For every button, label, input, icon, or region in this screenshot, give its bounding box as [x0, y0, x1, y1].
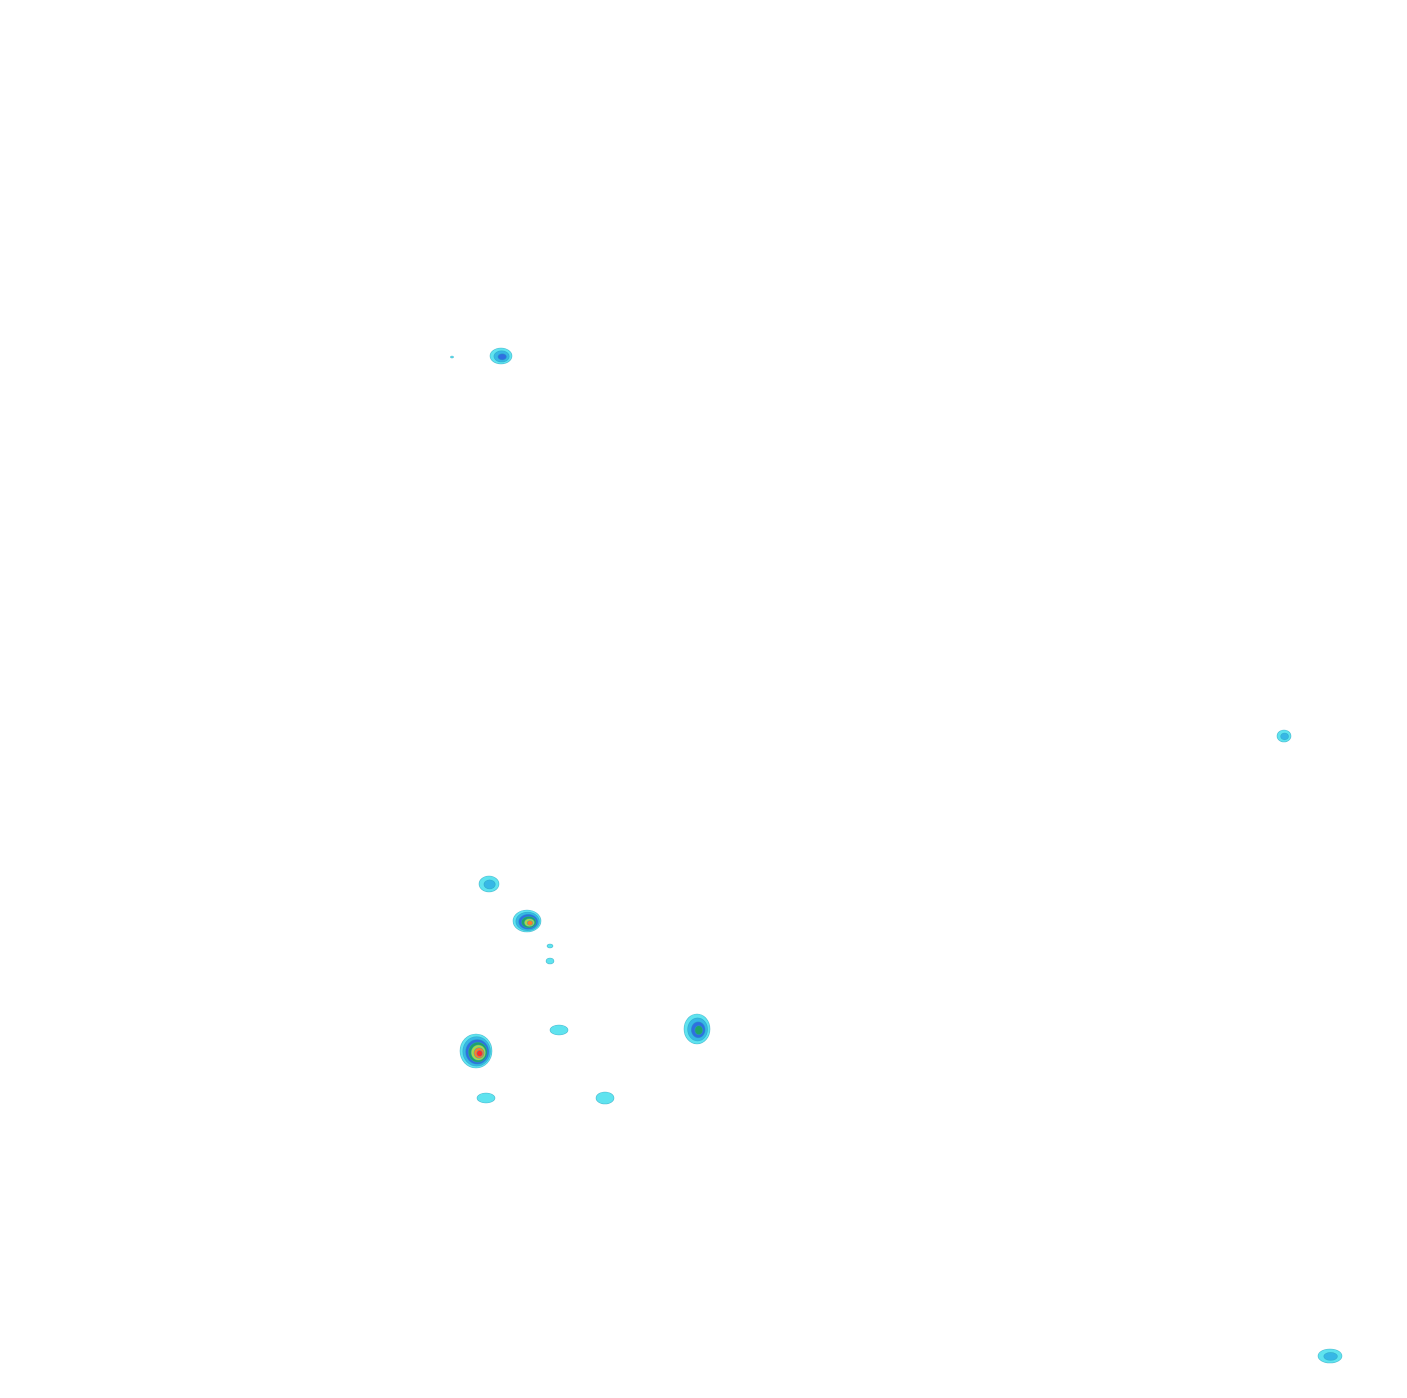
blob-e [546, 943, 554, 949]
blob-k-level-1 [595, 1091, 615, 1105]
blob-h-level-4 [694, 1025, 704, 1036]
blob-l-level-2 [1323, 1352, 1338, 1361]
blob-k [595, 1091, 615, 1105]
blob-l [1317, 1348, 1343, 1364]
blob-b [1276, 729, 1292, 743]
blob-a-dot [450, 355, 454, 359]
blob-j-level-1 [476, 1092, 496, 1104]
blob-e-level-1 [546, 943, 554, 949]
blob-c [478, 875, 500, 893]
blob-h [683, 1013, 711, 1045]
contour-blobs [450, 347, 1343, 1364]
blob-g [549, 1024, 569, 1036]
blob-d [512, 909, 542, 933]
blob-d-level-6 [526, 920, 534, 926]
blob-i [459, 1033, 493, 1069]
blob-i-level-7 [476, 1050, 483, 1057]
blob-c-level-2 [483, 879, 496, 890]
blob-g-level-1 [549, 1024, 569, 1036]
blob-j [476, 1092, 496, 1104]
blob-a-dot-level-1 [450, 355, 454, 359]
blob-a-level-3 [497, 353, 507, 361]
blob-a [489, 347, 513, 365]
blob-f [545, 957, 555, 965]
blob-b-level-2 [1280, 732, 1289, 741]
blob-f-level-1 [545, 957, 555, 965]
